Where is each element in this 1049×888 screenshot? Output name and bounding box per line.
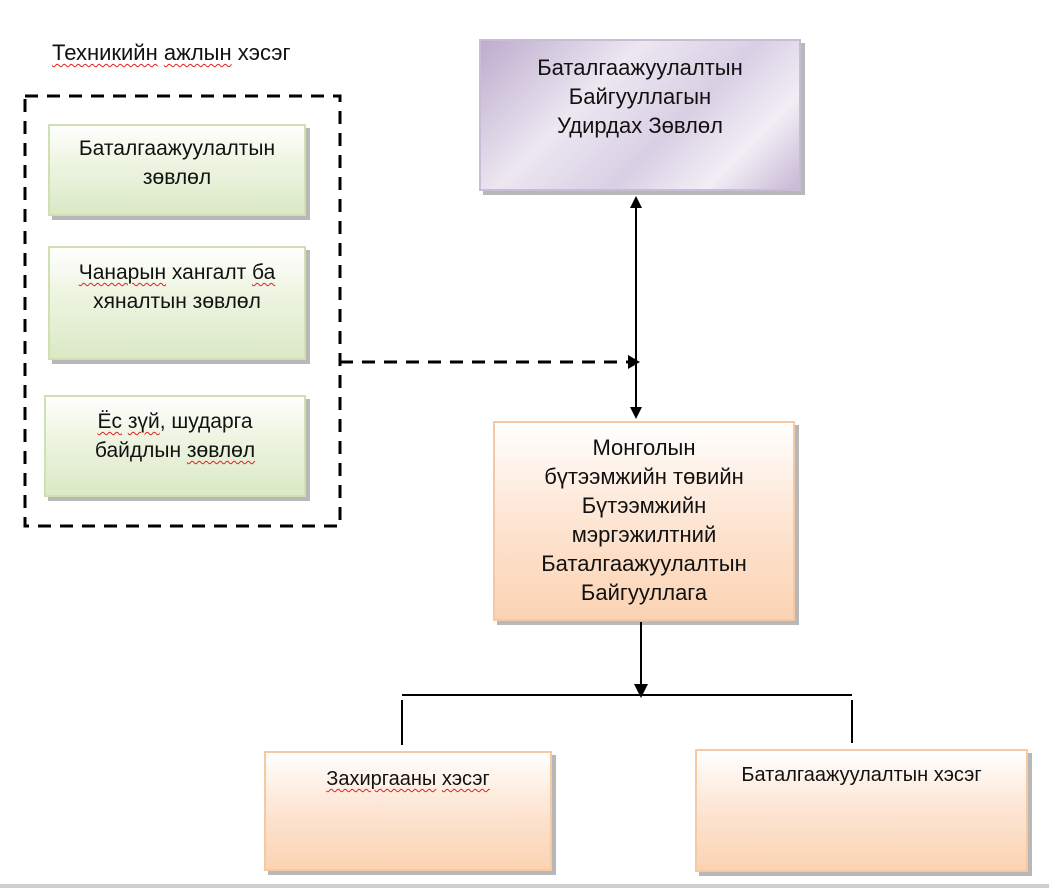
- arrow-up-head: [630, 196, 642, 208]
- box-line: хяналтын зөвлөл: [93, 290, 261, 313]
- box-line-part: Чанарын: [78, 261, 167, 284]
- title-word-3: хэсэг: [237, 40, 291, 65]
- title-word-2: ажлын: [163, 40, 232, 65]
- bottom-divider: [0, 884, 1049, 888]
- box-line: Чанарын хангалт ба: [78, 261, 276, 284]
- board-box: Баталгаажуулалтын Байгууллагын Удирдах З…: [479, 39, 801, 191]
- box-line: зөвлөл: [142, 166, 212, 189]
- box-line: Баталгаажуулалтын хэсэг: [741, 764, 982, 786]
- box-line: Монголын: [592, 435, 696, 460]
- title-word-1: Техникийн: [52, 40, 158, 65]
- box-line: Байгууллагын: [568, 84, 712, 109]
- box-line: мэргэжилтний: [571, 522, 717, 547]
- box-line: Баталгаажуулалтын: [541, 551, 747, 576]
- arrow-down-head-2: [634, 684, 648, 698]
- box-line: Баталгаажуулалтын: [537, 55, 743, 80]
- certification-unit-box: Баталгаажуулалтын хэсэг: [695, 749, 1028, 872]
- dashed-connector-arrowhead: [628, 355, 640, 369]
- ethics-council-box: Ёс зүй, шударга байдлын зөвлөл: [44, 395, 306, 497]
- box-line-part: Захиргааны: [326, 768, 437, 790]
- technical-group-title: Техникийн ажлын хэсэг: [52, 40, 291, 66]
- box-line-part: Ёс: [97, 410, 122, 433]
- box-line: Бүтээмжийн: [581, 493, 707, 518]
- main-organization-box: Монголын бүтээмжийн төвийн Бүтээмжийн мэ…: [493, 421, 795, 621]
- box-line: байдлын зөвлөл: [94, 439, 256, 462]
- box-line: Захиргааны хэсэг: [266, 765, 550, 794]
- technical-group-dashed-border: [23, 94, 342, 528]
- quality-council-box: Чанарын хангалт ба хяналтын зөвлөл: [48, 246, 306, 360]
- box-line-part: хэсэг: [441, 768, 490, 790]
- validation-council-box: Баталгаажуулалтын зөвлөл: [48, 124, 306, 216]
- box-line: бүтээмжийн төвийн: [544, 464, 744, 489]
- arrow-down-head: [630, 407, 642, 419]
- box-line-part: зөвлөл: [186, 439, 256, 462]
- box-line-part: зүй: [127, 410, 160, 433]
- box-line: Байгууллага: [580, 580, 708, 605]
- box-line-part: ба: [252, 261, 276, 284]
- box-line: Ёс зүй, шударга: [97, 410, 253, 433]
- box-line: Баталгаажуулалтын: [78, 137, 276, 160]
- box-line: Удирдах Зөвлөл: [557, 113, 723, 138]
- administration-unit-box: Захиргааны хэсэг: [264, 751, 552, 871]
